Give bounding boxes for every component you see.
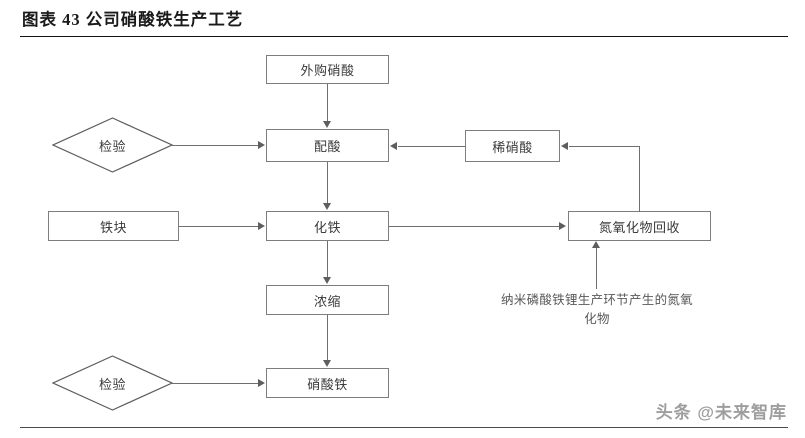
title-divider [20, 36, 788, 37]
arrowhead-right-acid-mixing [258, 140, 265, 149]
node-nox-recovery[interactable]: 氮氧化物回收 [568, 211, 711, 241]
edge-concentration-to-ferric-nitrate [327, 315, 329, 361]
arrowhead-up-nox-recovery [591, 241, 600, 248]
arrowhead-left-acid-mixing [390, 141, 397, 150]
annotation-line-2: 化物 [584, 312, 610, 326]
page-title: 图表 43 公司硝酸铁生产工艺 [22, 10, 244, 29]
arrowhead-right-nox-recovery [559, 221, 566, 230]
node-inspection-bottom-label: 检验 [98, 376, 126, 392]
edge-acid-mixing-to-iron-dissolution [327, 162, 329, 204]
arrowhead-right-iron-dissolution [258, 221, 265, 230]
node-acid-mixing[interactable]: 配酸 [266, 129, 389, 162]
node-inspection-bottom[interactable]: 检验 [52, 355, 173, 411]
annotation-line-1: 纳米磷酸铁锂生产环节产生的氮氧 [500, 293, 693, 307]
edge-external-nitric-acid-to-acid-mixing [327, 84, 329, 122]
node-dilute-nitric-acid[interactable]: 稀硝酸 [465, 130, 560, 162]
edge-nox-source-to-nox-recovery [596, 248, 598, 289]
node-inspection-top[interactable]: 检验 [52, 117, 173, 173]
diamond-shape-icon [52, 355, 173, 411]
edge-nox-recovery-to-dilute-nitric-acid-horizontal [569, 145, 640, 147]
arrowhead-right-ferric-nitrate [258, 378, 265, 387]
arrowhead-left-dilute-nitric-acid [561, 141, 568, 150]
diamond-shape-icon [52, 117, 173, 173]
node-ferric-nitrate[interactable]: 硝酸铁 [266, 368, 389, 398]
arrowhead-down-acid-mixing [322, 121, 331, 128]
annotation-nox-source: 纳米磷酸铁锂生产环节产生的氮氧 化物 [492, 291, 702, 329]
edge-inspection-bottom-to-ferric-nitrate [172, 382, 259, 384]
node-inspection-top-label: 检验 [98, 138, 126, 154]
watermark: 头条 @未来智库 [655, 403, 787, 422]
arrowhead-down-concentration [322, 277, 331, 284]
edge-inspection-top-to-acid-mixing [172, 144, 259, 146]
edge-iron-dissolution-to-concentration [327, 241, 329, 278]
node-iron-block[interactable]: 铁块 [48, 211, 179, 241]
edge-iron-dissolution-to-nox-recovery [389, 225, 560, 227]
node-iron-dissolution[interactable]: 化铁 [266, 211, 389, 241]
footer-divider [20, 427, 788, 428]
edge-dilute-nitric-acid-to-acid-mixing [398, 145, 465, 147]
arrowhead-down-ferric-nitrate [322, 360, 331, 367]
node-concentration[interactable]: 浓缩 [266, 285, 389, 315]
node-external-nitric-acid[interactable]: 外购硝酸 [266, 55, 389, 84]
arrowhead-down-iron-dissolution [322, 203, 331, 210]
edge-nox-recovery-to-dilute-nitric-acid-vertical [639, 146, 641, 212]
edge-iron-block-to-iron-dissolution [179, 225, 259, 227]
